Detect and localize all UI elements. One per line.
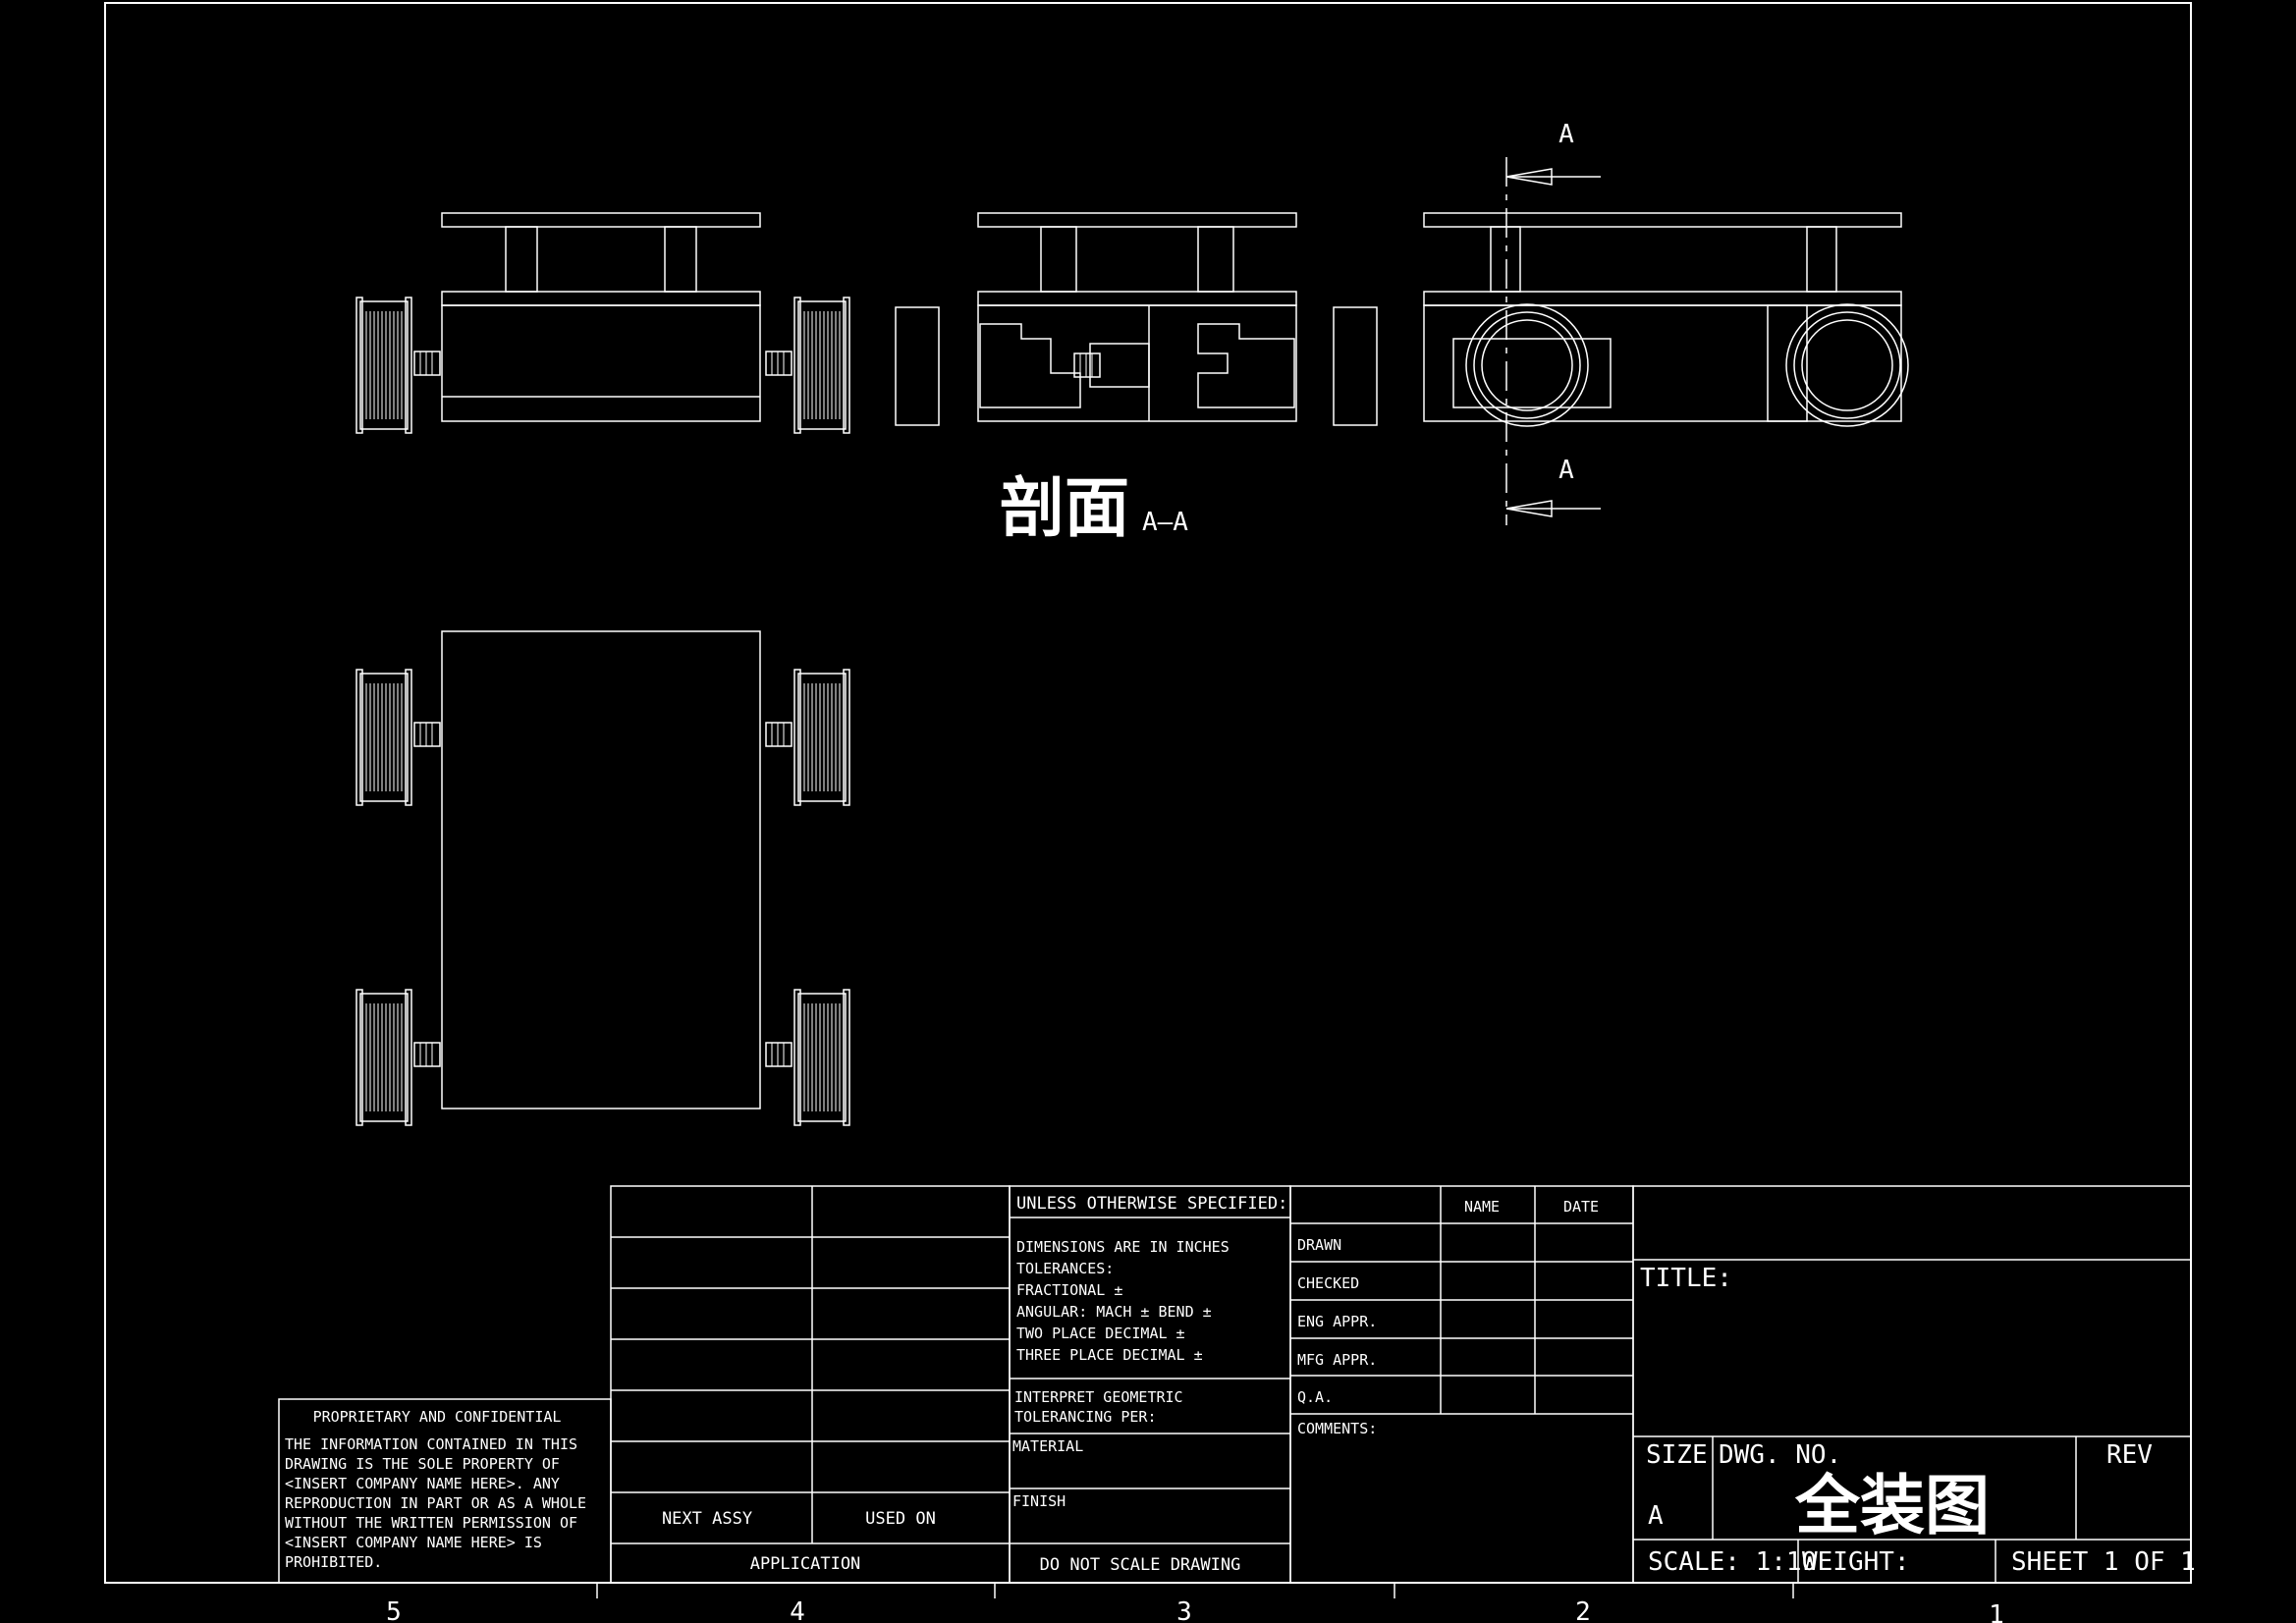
proprietary-line: <INSERT COMPANY NAME HERE>. ANY (285, 1475, 560, 1492)
spec-header: UNLESS OTHERWISE SPECIFIED: (1016, 1194, 1287, 1214)
dwg-no-label: DWG. NO. (1719, 1440, 1841, 1470)
title-label: TITLE: (1640, 1264, 1732, 1293)
pulley-top-left (355, 669, 412, 806)
proprietary-line: WITHOUT THE WRITTEN PERMISSION OF (285, 1514, 577, 1532)
size-value: A (1648, 1501, 1664, 1531)
section-label-chinese: 剖面 (1000, 470, 1129, 546)
proprietary-heading: PROPRIETARY AND CONFIDENTIAL (313, 1408, 562, 1426)
pulley-bottom-right (793, 989, 850, 1126)
spec-line: TOLERANCES: (1016, 1260, 1114, 1277)
zone-number: 5 (386, 1597, 402, 1623)
zone-number: 4 (790, 1597, 805, 1623)
application-block: NEXT ASSY USED ON APPLICATION (610, 1185, 1011, 1584)
scale-label: SCALE: 1:10 (1648, 1547, 1817, 1577)
pulley-top-right (793, 669, 850, 806)
approval-row-label: DRAWN (1297, 1236, 1341, 1254)
proprietary-line: <INSERT COMPANY NAME HERE> IS (285, 1534, 542, 1551)
approval-row-label: CHECKED (1297, 1274, 1359, 1292)
zone-number: 3 (1176, 1597, 1192, 1623)
application-label: APPLICATION (750, 1554, 861, 1574)
zone-markers: 5 4 3 2 1 (386, 1583, 2004, 1623)
weight-label: WEIGHT: (1802, 1547, 1910, 1577)
wheel-right (1785, 303, 1909, 427)
proprietary-line: REPRODUCTION IN PART OR AS A WHOLE (285, 1494, 586, 1512)
sheet-label: SHEET 1 OF 1 (2011, 1547, 2196, 1577)
proprietary-line: DRAWING IS THE SOLE PROPERTY OF (285, 1455, 560, 1473)
zone-number: 2 (1575, 1597, 1591, 1623)
spec-line: THREE PLACE DECIMAL ± (1016, 1346, 1203, 1364)
title-block: TITLE: SIZE A DWG. NO. 全装图 REV SCALE: 1:… (1632, 1185, 2196, 1584)
side-view (1423, 157, 1909, 525)
comments-label: COMMENTS: (1297, 1420, 1377, 1437)
interpret-label: INTERPRET GEOMETRIC (1014, 1388, 1183, 1406)
zone-number: 1 (1989, 1600, 2004, 1623)
spec-line: FRACTIONAL ± (1016, 1281, 1122, 1299)
pulley-left (355, 297, 412, 434)
finish-label: FINISH (1012, 1492, 1066, 1510)
dwg-no-value: 全装图 (1794, 1468, 1990, 1543)
name-header: NAME (1464, 1198, 1500, 1216)
next-assy-label: NEXT ASSY (662, 1509, 752, 1529)
proprietary-block: PROPRIETARY AND CONFIDENTIAL THE INFORMA… (278, 1398, 612, 1584)
interpret-label: TOLERANCING PER: (1014, 1408, 1157, 1426)
pulley-bottom-left (355, 989, 412, 1126)
approvals-block: NAME DATE DRAWN CHECKED ENG APPR. MFG AP… (1289, 1185, 1634, 1584)
section-marker-top: A (1558, 120, 1574, 149)
front-view (355, 212, 850, 434)
date-header: DATE (1563, 1198, 1599, 1216)
spec-block: UNLESS OTHERWISE SPECIFIED: DIMENSIONS A… (1009, 1185, 1291, 1584)
do-not-scale-label: DO NOT SCALE DRAWING (1040, 1555, 1241, 1575)
spec-line: DIMENSIONS ARE IN INCHES (1016, 1238, 1230, 1256)
approval-row-label: ENG APPR. (1297, 1313, 1377, 1330)
size-label: SIZE (1646, 1440, 1708, 1470)
wheel-left (1465, 303, 1589, 427)
spec-line: TWO PLACE DECIMAL ± (1016, 1325, 1185, 1342)
proprietary-line: THE INFORMATION CONTAINED IN THIS (285, 1435, 577, 1453)
material-label: MATERIAL (1012, 1437, 1083, 1455)
proprietary-line: PROHIBITED. (285, 1553, 382, 1571)
approval-row-label: Q.A. (1297, 1388, 1333, 1406)
section-label-view: A–A (1142, 508, 1188, 537)
rev-label: REV (2106, 1440, 2153, 1470)
section-view-a-a (895, 212, 1378, 426)
section-marker-bottom: A (1558, 456, 1574, 485)
approval-row-label: MFG APPR. (1297, 1351, 1377, 1369)
pulley-right (793, 297, 850, 434)
used-on-label: USED ON (865, 1509, 936, 1529)
spec-line: ANGULAR: MACH ± BEND ± (1016, 1303, 1212, 1321)
top-view (355, 630, 850, 1126)
